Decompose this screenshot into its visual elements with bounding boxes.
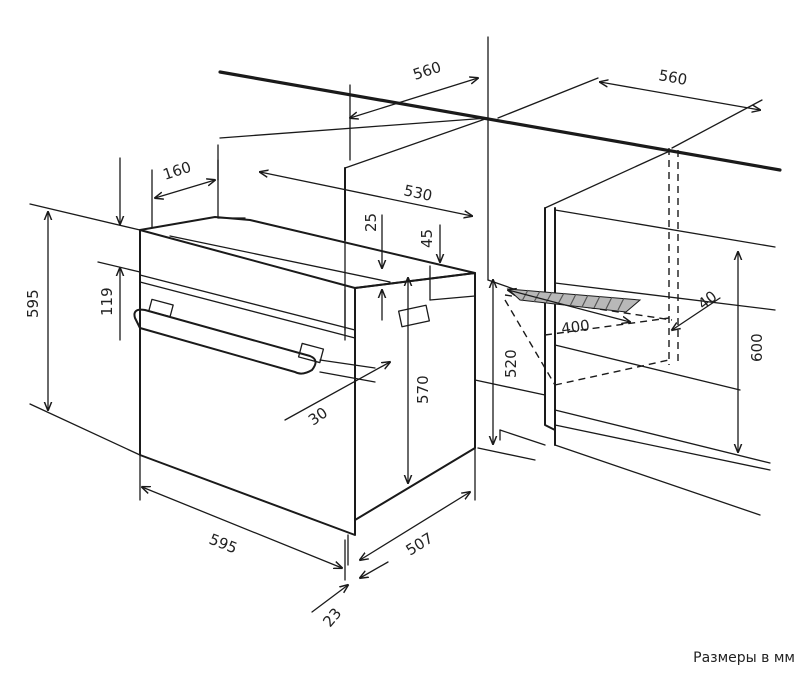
vent-slot <box>506 288 642 313</box>
label-niche-width-right: 560 <box>657 66 688 89</box>
oven-body <box>139 216 476 566</box>
oven-handle <box>133 298 325 375</box>
label-niche-width-left: 560 <box>411 58 444 84</box>
label-niche-depth: 530 <box>402 181 434 205</box>
dimension-lines <box>29 78 763 613</box>
label-body-depth: 507 <box>403 529 437 559</box>
right-niche <box>474 148 776 516</box>
label-top-depth: 160 <box>161 158 194 184</box>
label-top-gap: 25 <box>362 213 380 232</box>
label-body-height: 570 <box>414 375 432 404</box>
label-vent-depth: 40 <box>694 287 720 313</box>
units-caption: Размеры в мм <box>693 650 795 666</box>
label-niche-height-low: 520 <box>502 349 520 378</box>
label-front-thickness: 23 <box>319 604 345 630</box>
label-panel-height: 119 <box>98 287 116 316</box>
label-oven-width: 595 <box>207 530 240 557</box>
countertop <box>218 36 782 281</box>
left-niche <box>217 117 546 301</box>
label-vent-width: 400 <box>560 316 591 338</box>
dimension-labels: 560 560 160 530 25 45 119 595 30 570 520… <box>24 58 766 631</box>
label-rear-gap: 45 <box>418 229 436 248</box>
label-oven-height: 595 <box>24 289 42 318</box>
label-niche-height: 600 <box>748 333 766 362</box>
